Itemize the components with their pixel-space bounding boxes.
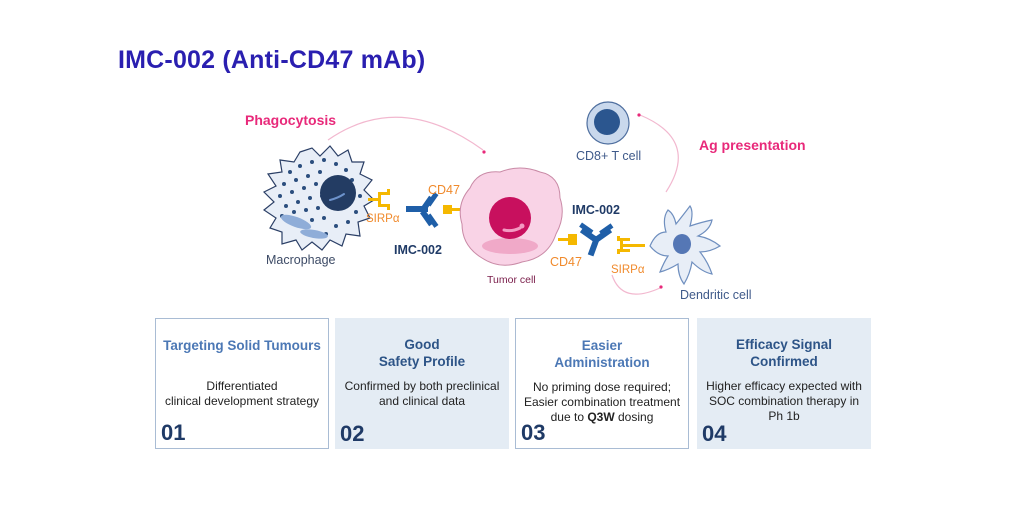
phagocytosis-arrow [327, 116, 484, 151]
card-title: Efficacy Signal Confirmed [735, 337, 833, 369]
tumor-cell-label: Tumor cell [487, 274, 536, 286]
card-body: Differentiated clinical development stra… [164, 379, 320, 408]
ag-presentation-label: Ag presentation [699, 137, 806, 153]
cd8-t-cell-label: CD8+ T cell [576, 149, 642, 163]
macrophage-nucleus [320, 175, 356, 211]
macrophage-label: Macrophage [266, 253, 336, 267]
card-body: Higher efficacy expected with SOC combin… [706, 379, 862, 423]
feature-card-4: Efficacy Signal Confirmed Higher efficac… [697, 318, 871, 449]
card-number: 01 [161, 420, 186, 445]
ag-presentation-arrow [639, 114, 679, 193]
cd47-label-left: CD47 [428, 183, 460, 197]
page-title: IMC-002 (Anti-CD47 mAb) [118, 46, 426, 74]
card-number: 02 [340, 421, 365, 446]
dosing-schedule: Q3W [587, 410, 615, 424]
antibody-left [406, 192, 439, 228]
card-title: Targeting Solid Tumours [163, 338, 321, 353]
phagocytosis-label: Phagocytosis [245, 112, 337, 128]
imc-002-label-left: IMC-002 [394, 243, 442, 257]
tumor-nucleus [489, 197, 531, 239]
dendritic-return-arrow [611, 274, 661, 295]
dendritic-nucleus [673, 234, 691, 254]
card-title: Easier Administration [554, 338, 650, 370]
antibody-right [579, 222, 614, 257]
cd8-t-cell [586, 101, 630, 145]
ag-presentation-arrow-head [637, 113, 641, 117]
dendritic-cell-label: Dendritic cell [680, 288, 752, 302]
cd47-label-right: CD47 [550, 255, 582, 269]
t-cell-nucleus [594, 109, 620, 135]
feature-card-3: Easier Administration No priming dose re… [515, 318, 689, 449]
card-number: 04 [702, 421, 727, 446]
cd47-ligand-right [558, 234, 577, 245]
tumor-cell [459, 167, 563, 266]
card-body: No priming dose required; Easier combina… [523, 380, 681, 424]
imc-002-label-right: IMC-002 [572, 203, 620, 217]
sirpa-label-right: SIRPα [611, 264, 645, 276]
macrophage-cell [262, 145, 375, 251]
card-number: 03 [521, 420, 546, 445]
sirpa-receptor-right [617, 236, 645, 254]
feature-card-2: Good Safety Profile Confirmed by both pr… [335, 318, 509, 449]
dendritic-cell [649, 204, 722, 286]
card-title: Good Safety Profile [378, 337, 466, 369]
feature-card-1: Targeting Solid Tumours Differentiated c… [155, 318, 329, 449]
phagocytosis-arrow-head [482, 150, 486, 154]
card-body: Confirmed by both preclinical and clinic… [344, 379, 500, 408]
sirpa-receptor-left [368, 189, 390, 210]
mechanism-diagram [262, 101, 722, 295]
cd47-ligand-left [443, 205, 466, 214]
dendritic-return-arrow-head [659, 285, 663, 289]
sirpa-label-left: SIRPα [366, 213, 400, 225]
